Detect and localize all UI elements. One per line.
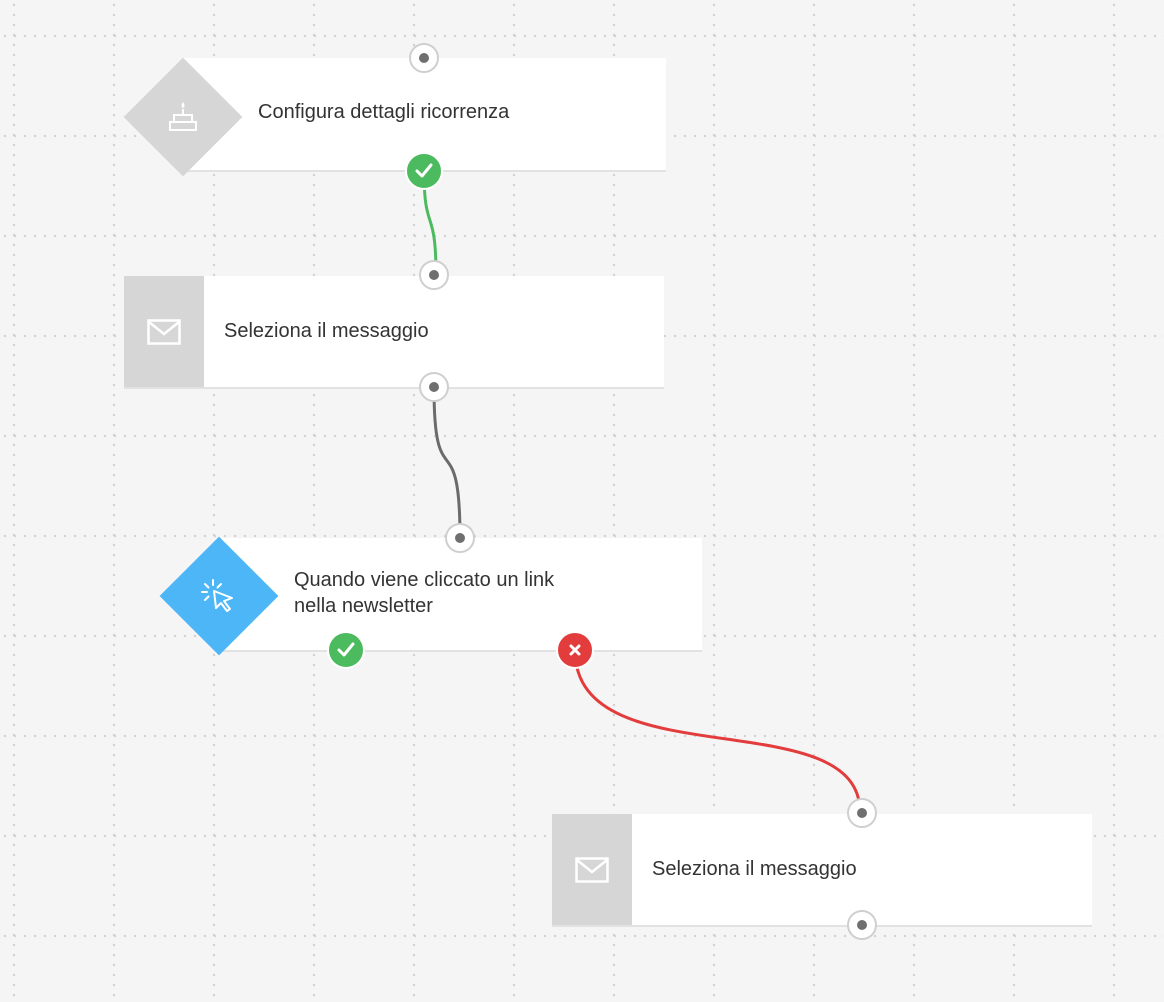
checkmark-icon	[337, 642, 355, 657]
port-dot	[429, 382, 439, 392]
node-link-click-no-badge[interactable]	[556, 631, 594, 669]
node-recurrence-label: Configura dettagli ricorrenza	[258, 101, 510, 123]
node-message-2-label: Seleziona il messaggio	[652, 858, 857, 880]
port-dot	[857, 808, 867, 818]
cake-icon	[153, 86, 213, 146]
node-message-2-card[interactable]: Seleziona il messaggio	[552, 814, 1092, 927]
node-link-click-input-port[interactable]	[445, 523, 475, 553]
node-recurrence-input-port[interactable]	[409, 43, 439, 73]
node-recurrence-yes-badge[interactable]	[405, 152, 443, 190]
cursor-click-icon	[189, 566, 249, 626]
envelope-icon	[147, 318, 181, 345]
connection-message-1-to-link-click[interactable]	[432, 387, 462, 539]
node-message-1-output-port[interactable]	[419, 372, 449, 402]
node-message-2-icon-box	[552, 814, 632, 925]
node-message-1-input-port[interactable]	[419, 260, 449, 290]
node-link-click-label-line2: nella newsletter	[294, 595, 433, 617]
node-message-2-output-port[interactable]	[847, 910, 877, 940]
port-dot	[857, 920, 867, 930]
node-message-1-label: Seleziona il messaggio	[224, 320, 429, 342]
node-link-click-yes-badge[interactable]	[327, 631, 365, 669]
node-message-1-card[interactable]: Seleziona il messaggio	[124, 276, 664, 389]
connection-link-click-to-message-2[interactable]	[573, 649, 862, 813]
checkmark-icon	[415, 163, 433, 178]
envelope-icon	[575, 856, 609, 883]
node-message-1-icon-box	[124, 276, 204, 387]
node-link-click-label-line1: Quando viene cliccato un link	[294, 569, 555, 591]
port-dot	[455, 533, 465, 543]
node-message-2-input-port[interactable]	[847, 798, 877, 828]
close-icon	[569, 644, 581, 656]
node-link-click-card[interactable]: Quando viene cliccato un link nella news…	[218, 538, 702, 652]
port-dot	[419, 53, 429, 63]
port-dot	[429, 270, 439, 280]
